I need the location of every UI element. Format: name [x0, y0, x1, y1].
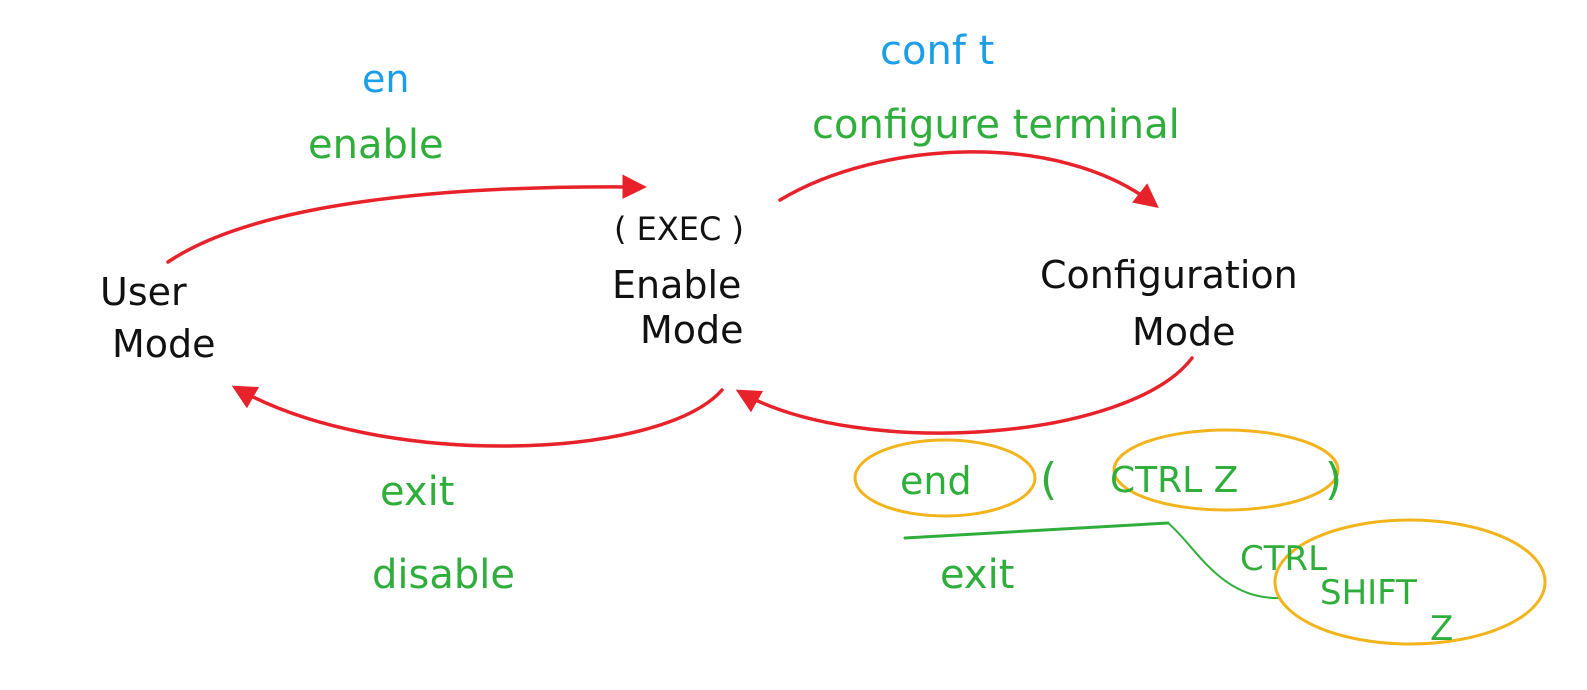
enable-mode-line1: Enable [612, 263, 741, 307]
alt-ctrl: CTRL [1240, 539, 1327, 579]
cmd-end: end [900, 459, 972, 503]
arrow-user-to-enable [166, 174, 647, 264]
exec-tag: ( EXEC ) [614, 210, 744, 248]
arrow-config-to-enable [735, 356, 1194, 435]
config-exit-group: end ( CTRL Z ) exit CTRL SHIFT Z [853, 428, 1547, 649]
paren-close: ) [1325, 454, 1342, 505]
arrow-enable-to-config [778, 150, 1159, 209]
cmd-enable: enable [308, 122, 444, 168]
connector-line [1167, 522, 1281, 600]
config-mode-line2: Mode [1132, 310, 1236, 354]
cmd-exit-config: exit [940, 552, 1014, 598]
cmd-disable: disable [372, 552, 515, 598]
enable-mode-line2: Mode [640, 308, 744, 352]
highlight-ctrl-shift-z [1273, 518, 1547, 646]
cmd-exit-user: exit [380, 469, 454, 515]
alt-z: Z [1430, 609, 1453, 649]
paren-open: ( [1040, 454, 1057, 505]
arrow-enable-to-user [231, 385, 724, 448]
config-mode-node: Configuration Mode [1040, 253, 1298, 354]
user-mode-line2: Mode [112, 322, 216, 366]
config-mode-line1: Configuration [1040, 253, 1298, 297]
highlight-ctrl-z [1112, 428, 1340, 512]
cmd-en: en [362, 57, 409, 101]
enable-mode-node: ( EXEC ) Enable Mode [612, 210, 744, 352]
cmd-configure-terminal: configure terminal [812, 102, 1180, 148]
highlight-end [853, 438, 1037, 518]
alt-shift: SHIFT [1320, 573, 1417, 613]
cmd-ctrl-z: CTRL Z [1110, 460, 1238, 501]
cmd-conf-t: conf t [880, 28, 994, 74]
user-mode-node: User Mode [100, 270, 216, 366]
user-mode-line1: User [100, 270, 187, 314]
divider-line [903, 521, 1170, 540]
